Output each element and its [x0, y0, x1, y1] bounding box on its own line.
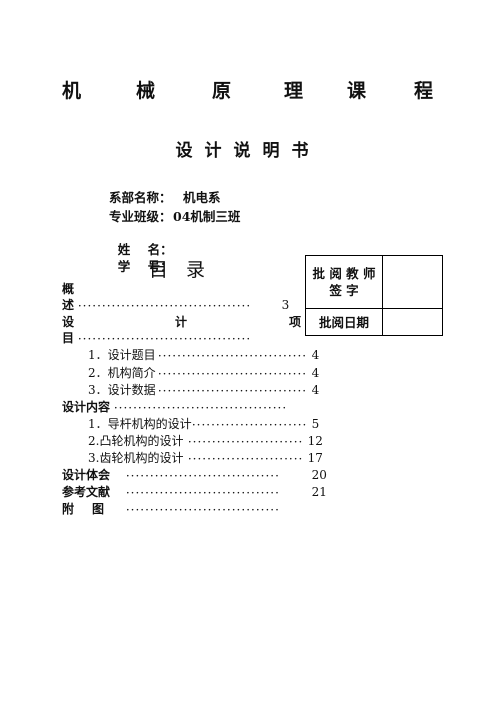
toc-label: 设计内容 [62, 400, 111, 414]
leader-dots: ·································· [157, 367, 308, 381]
toc-entry-references: 参考文献 ································ 21 [62, 483, 327, 500]
leader-dots: ···································· [77, 332, 252, 346]
toc-design-project-char: 设 [62, 315, 75, 329]
toc-page: 3 [281, 298, 290, 312]
toc-label: 2.凸轮机构的设计 [88, 434, 184, 448]
toc-page: 4 [311, 366, 320, 380]
toc-label: 3．设计数据 [88, 383, 156, 397]
info-label: 系部名称： [109, 190, 172, 205]
approval-date-cell[interactable] [382, 308, 443, 336]
toc-subitem: 1．导杆机构的设计 ·························· 5 [88, 415, 319, 432]
toc-label: 参考文献 [62, 485, 111, 499]
title-char: 机 [62, 80, 82, 102]
leader-dots: ································ [125, 469, 280, 483]
toc-overview-char: 述 [62, 298, 75, 312]
title-char: 程 [414, 80, 434, 102]
toc-design-project-char: 项 [289, 315, 302, 329]
toc-label: 附 [62, 502, 75, 516]
toc-page: 17 [307, 451, 323, 465]
leader-dots: ···································· [113, 401, 288, 415]
toc-subitem: 1．设计题目 ·································… [88, 346, 319, 363]
signature-cell[interactable] [382, 255, 443, 309]
toc-label: 1．导杆机构的设计 [88, 417, 192, 431]
toc-overview-char: 概 [62, 282, 75, 296]
toc-label: 2．机构简介 [88, 366, 156, 380]
info-row: 学 号： [109, 241, 182, 275]
toc-heading: 目录 [149, 259, 224, 281]
title-char: 原 [212, 80, 232, 102]
toc-label: 设计体会 [62, 468, 111, 482]
leader-dots: ································ [125, 486, 280, 500]
approval-date-label: 批阅日期 [305, 308, 383, 336]
leader-dots: ·························· [187, 452, 304, 466]
title-char: 课 [347, 80, 367, 102]
toc-label: 3.齿轮机构的设计 [88, 451, 184, 465]
info-label: 学 号： [117, 259, 173, 274]
info-label: 姓 名： [117, 242, 173, 257]
toc-design-project-char: 目 [62, 331, 75, 345]
leader-dots: ···································· [77, 299, 252, 313]
info-label: 专业班级： [109, 209, 172, 224]
toc-label: 1．设计题目 [88, 348, 156, 362]
leader-dots: ·························· [187, 435, 304, 449]
info-value: 机电系 [183, 190, 221, 205]
info-value: 04机制三班 [173, 209, 241, 224]
leader-dots: ·································· [157, 384, 308, 398]
toc-subitem: 3.齿轮机构的设计 ·························· 17 [88, 449, 323, 466]
toc-page: 4 [311, 348, 320, 362]
toc-subitem: 3．设计数据 ·································… [88, 381, 319, 398]
toc-entry-overview: 述 ···································· 3 [62, 296, 289, 313]
approval-table: 批 阅 教 师 签 字 批阅日期 [305, 255, 443, 336]
info-row: 专业班级：04机制三班 [109, 206, 240, 225]
leader-dots: ·································· [157, 349, 308, 363]
info-row: 系部名称： 机电系 [109, 187, 221, 206]
toc-page: 12 [307, 434, 323, 448]
leader-dots: ·························· [191, 418, 308, 432]
toc-page: 4 [311, 383, 320, 397]
toc-entry-appendix: 附 图 ································ [62, 500, 308, 517]
toc-design-project-char: 计 [175, 315, 188, 329]
title-char: 械 [136, 80, 156, 102]
title-char: 理 [284, 80, 304, 102]
toc-page: 21 [311, 485, 327, 499]
toc-label: 图 [92, 502, 105, 516]
signature-label: 批 阅 教 师 签 字 [305, 255, 383, 309]
toc-entry-design-project: 目 ···································· [62, 329, 274, 346]
leader-dots: ································ [125, 503, 280, 517]
subtitle: 设计说明书 [175, 141, 321, 161]
toc-subitem: 2．机构简介 ·································… [88, 364, 319, 381]
toc-page: 20 [311, 468, 327, 482]
info-row: 姓 名： [109, 224, 182, 258]
toc-entry-experience: 设计体会 ································ 20 [62, 466, 327, 483]
toc-page: 5 [311, 417, 320, 431]
toc-entry-design-content: 设计内容 ···································… [62, 398, 310, 415]
toc-subitem: 2.凸轮机构的设计 ·························· 12 [88, 432, 323, 449]
